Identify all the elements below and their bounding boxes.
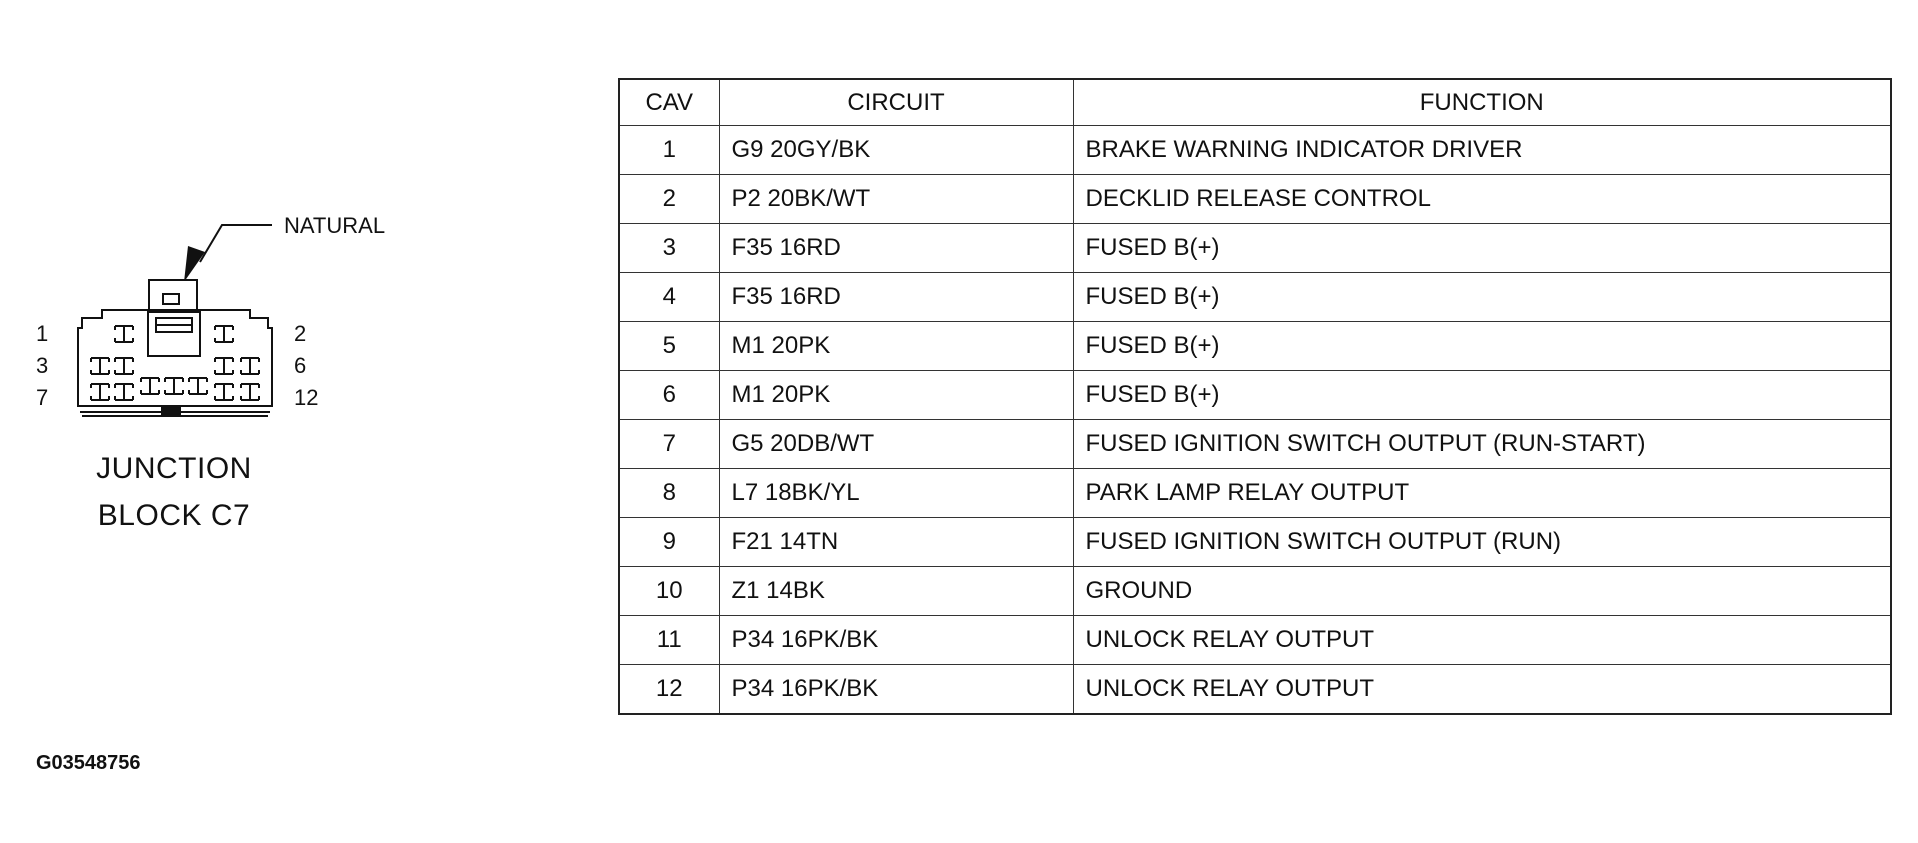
- connector-title-line2: BLOCK C7: [98, 499, 250, 532]
- cav-cell: 6: [618, 370, 720, 420]
- figure-id: G03548756: [36, 752, 141, 774]
- function-cell: BRAKE WARNING INDICATOR DRIVER: [1072, 125, 1892, 175]
- cav-cell: 5: [618, 321, 720, 371]
- terminal-cavity-10: [164, 377, 184, 395]
- terminal-cavity-3: [90, 357, 110, 375]
- circuit-cell: G5 20DB/WT: [718, 419, 1074, 469]
- connector-cavities: [90, 325, 260, 401]
- function-cell: PARK LAMP RELAY OUTPUT: [1072, 468, 1892, 518]
- cav-cell: 1: [618, 125, 720, 175]
- connector-body: [77, 309, 273, 417]
- leader-arrowhead: [184, 246, 205, 282]
- circuit-cell: L7 18BK/YL: [718, 468, 1074, 518]
- header-circuit: CIRCUIT: [718, 78, 1074, 126]
- cav-cell: 4: [618, 272, 720, 322]
- pin-label-3: 3: [36, 353, 48, 378]
- function-cell: FUSED B(+): [1072, 370, 1892, 420]
- function-cell: DECKLID RELEASE CONTROL: [1072, 174, 1892, 224]
- pin-label-2: 2: [294, 321, 306, 346]
- circuit-cell: Z1 14BK: [718, 566, 1074, 616]
- circuit-cell: P2 20BK/WT: [718, 174, 1074, 224]
- circuit-cell: F21 14TN: [718, 517, 1074, 567]
- circuit-cell: P34 16PK/BK: [718, 615, 1074, 665]
- pin-label-1: 1: [36, 321, 48, 346]
- function-cell: FUSED IGNITION SWITCH OUTPUT (RUN): [1072, 517, 1892, 567]
- cav-cell: 9: [618, 517, 720, 567]
- function-cell: GROUND: [1072, 566, 1892, 616]
- terminal-cavity-8: [114, 383, 134, 401]
- terminal-cavity-1: [114, 325, 134, 343]
- terminal-cavity-4: [114, 357, 134, 375]
- terminal-cavity-13: [240, 383, 260, 401]
- terminal-cavity-11: [188, 377, 208, 395]
- circuit-cell: P34 16PK/BK: [718, 664, 1074, 715]
- circuit-cell: G9 20GY/BK: [718, 125, 1074, 175]
- function-cell: FUSED B(+): [1072, 272, 1892, 322]
- function-cell: FUSED B(+): [1072, 223, 1892, 273]
- terminal-cavity-9: [140, 377, 160, 395]
- pin-label-7: 7: [36, 385, 48, 410]
- cav-cell: 7: [618, 419, 720, 469]
- function-cell: UNLOCK RELAY OUTPUT: [1072, 664, 1892, 715]
- color-label: NATURAL: [284, 213, 385, 238]
- pin-label-12: 12: [294, 385, 318, 410]
- cav-cell: 11: [618, 615, 720, 665]
- terminal-cavity-6: [240, 357, 260, 375]
- connector-title-line1: JUNCTION: [96, 452, 252, 485]
- connector-diagram: NATURAL 1 2 3 6 7 12 JUNCTION BLOCK C7: [36, 213, 385, 532]
- table-header-row: CAV CIRCUIT FUNCTION: [618, 78, 1892, 126]
- function-cell: FUSED IGNITION SWITCH OUTPUT (RUN-START): [1072, 419, 1892, 469]
- cav-cell: 8: [618, 468, 720, 518]
- circuit-cell: F35 16RD: [718, 223, 1074, 273]
- header-cav: CAV: [618, 78, 720, 126]
- circuit-cell: M1 20PK: [718, 321, 1074, 371]
- circuit-cell: F35 16RD: [718, 272, 1074, 322]
- connector-latch: [148, 279, 198, 312]
- terminal-cavity-12: [214, 383, 234, 401]
- cav-cell: 12: [618, 664, 720, 715]
- cav-cell: 2: [618, 174, 720, 224]
- function-cell: UNLOCK RELAY OUTPUT: [1072, 615, 1892, 665]
- terminal-cavity-5: [214, 357, 234, 375]
- header-function: FUNCTION: [1072, 78, 1892, 126]
- function-cell: FUSED B(+): [1072, 321, 1892, 371]
- cav-cell: 10: [618, 566, 720, 616]
- pin-label-6: 6: [294, 353, 306, 378]
- circuit-cell: M1 20PK: [718, 370, 1074, 420]
- terminal-cavity-7: [90, 383, 110, 401]
- cav-cell: 3: [618, 223, 720, 273]
- natural-leader: [199, 224, 272, 263]
- terminal-cavity-2: [214, 325, 234, 343]
